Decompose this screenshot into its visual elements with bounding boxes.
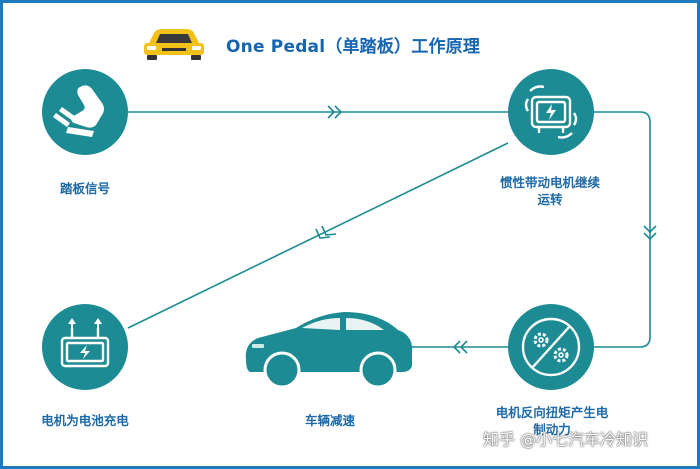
pedal-signal-label: 踏板信号	[59, 181, 110, 196]
chevron-right-icon	[327, 105, 343, 119]
line-spin-to-charge	[127, 142, 509, 329]
reverse-torque-label-line2: 制动力	[533, 422, 571, 437]
gears-icon	[521, 317, 581, 377]
reverse-torque-label: 电机反向扭矩产生电 制动力	[482, 404, 622, 438]
reverse-torque-label-line1: 电机反向扭矩产生电	[495, 405, 609, 420]
motor-spin-label: 惯性带动电机继续 运转	[480, 174, 620, 208]
vehicle-slowdown-label: 车辆减速	[304, 413, 355, 428]
motor-spin-label-line1: 惯性带动电机继续	[499, 175, 600, 190]
chevron-left-icon	[452, 340, 468, 354]
page-title: One Pedal（单踏板）工作原理	[226, 37, 481, 57]
motor-icon	[524, 85, 578, 139]
pedal-signal-node	[42, 69, 128, 155]
reverse-torque-node	[508, 304, 594, 390]
motor-spin-label-line2: 运转	[537, 192, 563, 207]
watermark: 知乎 @小七汽车冷知识	[483, 430, 649, 449]
chevron-down-left-icon	[315, 225, 337, 239]
battery-charge-node	[42, 304, 128, 390]
charge-battery-label: 电机为电池充电	[41, 413, 129, 428]
chevron-down-icon	[643, 225, 657, 241]
foot-pedal-icon	[53, 85, 104, 137]
motor-spin-node	[508, 69, 594, 155]
battery-icon	[60, 318, 110, 368]
line-spin-to-torque	[594, 111, 651, 348]
